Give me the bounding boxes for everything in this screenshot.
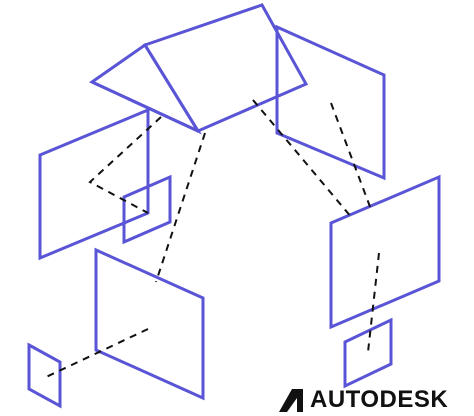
logo-text: AUTODESK	[310, 386, 449, 413]
roof-main-panel	[142, 3, 309, 133]
connector-roof-to-left	[88, 116, 162, 214]
autodesk-a-icon	[279, 389, 303, 412]
connector-right-to-small	[367, 252, 380, 353]
autodesk-a-icon-shape	[279, 389, 303, 412]
left-large-panel	[38, 107, 150, 261]
roof-group	[88, 3, 386, 181]
right-large-panel	[329, 174, 441, 330]
connectors	[43, 99, 380, 379]
bottom-left-tiny-panel	[27, 342, 62, 409]
connector-wall-to-right	[330, 102, 373, 213]
center-large-panel	[94, 247, 205, 401]
left-panels	[27, 107, 205, 409]
autodesk-logo: AUTODESK	[278, 384, 448, 416]
roof-left-edge	[91, 80, 199, 133]
right-panels	[329, 174, 441, 389]
right-small-panel	[343, 317, 393, 389]
connector-roof-to-center	[155, 132, 206, 283]
left-small-panel	[122, 174, 172, 245]
roof-right-wall-panel	[275, 24, 386, 181]
connector-center-to-tiny	[43, 328, 149, 379]
